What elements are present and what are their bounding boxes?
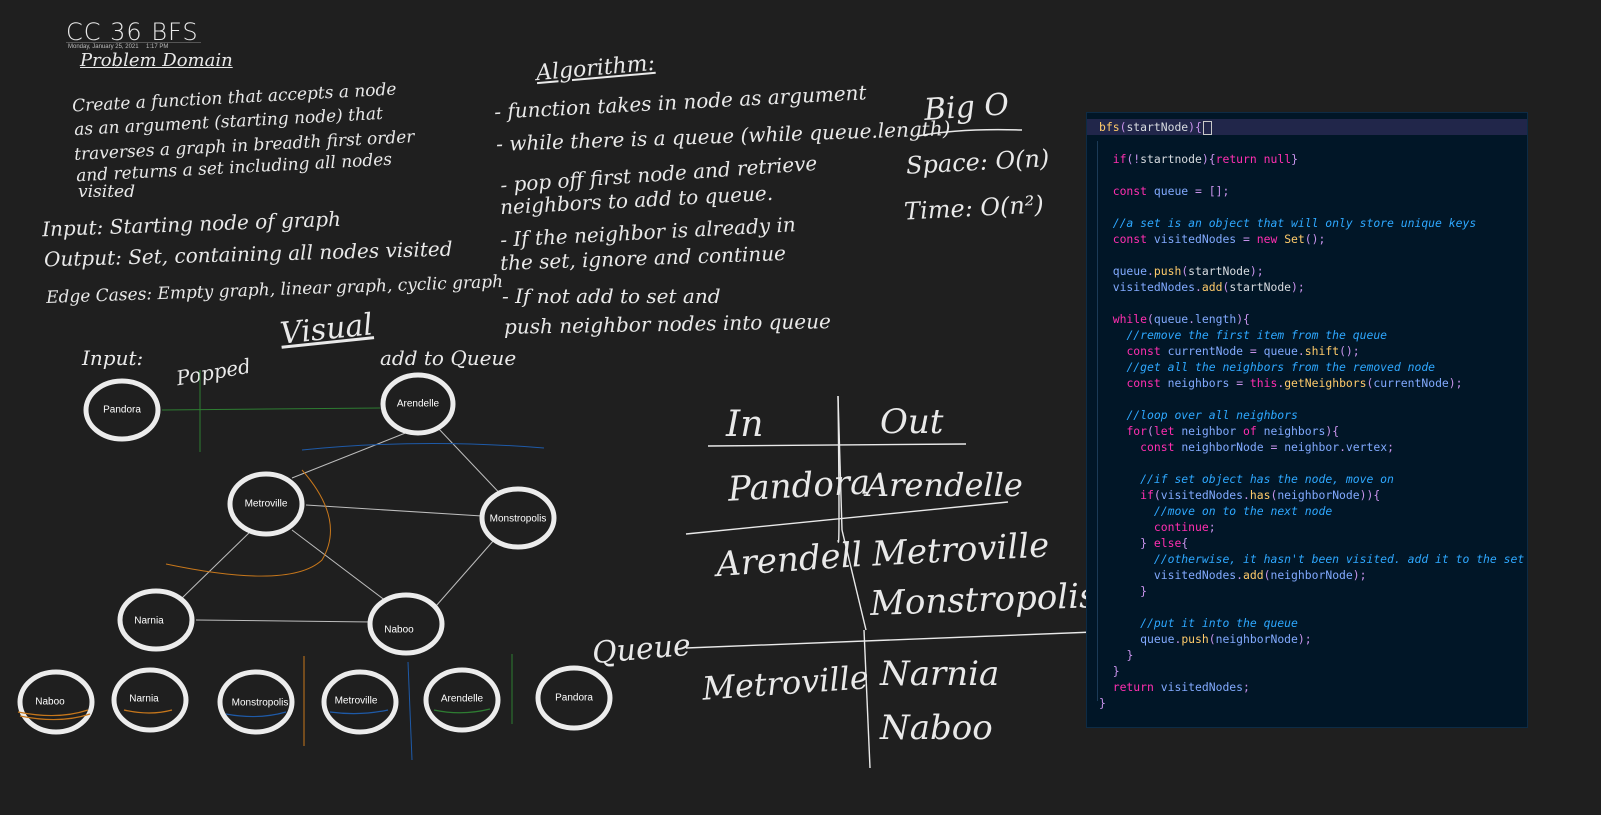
graph-node-narnia: Narnia xyxy=(117,588,195,652)
edge-metroville-narnia xyxy=(179,529,253,601)
code-line: visitedNodes.add(neighborNode); xyxy=(1153,568,1367,582)
problem-line: visited xyxy=(78,182,135,202)
page-date: Monday, January 25, 2021 xyxy=(68,44,139,50)
code-line: //loop over all neighbors xyxy=(1126,408,1298,422)
problem-heading: Problem Domain xyxy=(80,50,233,71)
code-header-highlight xyxy=(1087,119,1527,135)
graph-node-arendelle: Arendelle xyxy=(380,372,456,436)
node-label: Arendelle xyxy=(441,694,484,705)
code-line: //move on to the next node xyxy=(1153,504,1333,518)
node-label: Pandora xyxy=(555,693,593,704)
code-line: //a set is an object that will only stor… xyxy=(1112,216,1477,230)
code-line: const neighborNode = neighbor.vertex; xyxy=(1140,440,1394,454)
code-line: while(queue.length){ xyxy=(1112,312,1250,326)
title-underline xyxy=(66,42,201,43)
edge-arendelle-metroville xyxy=(291,427,419,479)
code-line: for(let neighbor of neighbors){ xyxy=(1126,424,1340,438)
code-line: } xyxy=(1126,648,1134,662)
code-line: const currentNode = queue.shift(); xyxy=(1126,344,1360,358)
graph-node-naboo: Naboo xyxy=(367,592,445,656)
edge-monstropolis-naboo xyxy=(435,539,495,607)
code-line: return visitedNodes; xyxy=(1112,680,1250,694)
edge-metroville-monstropolis xyxy=(305,504,483,517)
node-label: Metroville xyxy=(335,696,378,707)
page-time: 1:17 PM xyxy=(146,44,169,50)
table-cell-in: Pandora xyxy=(727,462,872,510)
code-line: //if set object has the node, move on xyxy=(1140,472,1394,486)
node-label: Narnia xyxy=(134,616,164,627)
queue-node-narnia: Narnia xyxy=(111,667,189,733)
node-label: Monstropolis xyxy=(490,514,547,525)
queue-divider-blue xyxy=(407,661,413,761)
table-header-in: In xyxy=(726,404,764,445)
graph-node-pandora: Pandora xyxy=(83,378,161,442)
graph-node-monstropolis: Monstropolis xyxy=(479,486,557,550)
table-cell-out: Naboo xyxy=(880,708,993,748)
edge-metroville-naboo xyxy=(291,529,391,605)
node-label: Monstropolis xyxy=(232,698,289,709)
edge-narnia-naboo xyxy=(195,619,373,623)
code-line: queue.push(neighborNode); xyxy=(1140,632,1312,646)
table-cell-out: Narnia xyxy=(880,654,1000,694)
graph-node-metroville: Metroville xyxy=(227,471,305,537)
code-line: continue; xyxy=(1153,520,1216,534)
code-line: //remove the first item from the queue xyxy=(1126,328,1388,342)
queue-node-metroville: Metroville xyxy=(321,669,399,735)
code-line: const neighbors = this.getNeighbors(curr… xyxy=(1126,376,1463,390)
queue-node-naboo: Naboo xyxy=(17,669,95,735)
code-line: bfs(startNode){ xyxy=(1099,119,1212,135)
algorithm-step: - If not add to set and xyxy=(502,284,721,308)
code-line: const queue = []; xyxy=(1112,184,1230,198)
table-cell-out: Arendelle xyxy=(866,466,1023,504)
node-label: Arendelle xyxy=(397,399,440,410)
table-cell-out: Monstropolis xyxy=(869,576,1098,624)
code-line: } xyxy=(1112,664,1120,678)
code-line: if(!startnode){return null} xyxy=(1112,152,1298,166)
code-line: //get all the neighbors from the removed… xyxy=(1126,360,1436,374)
table-header-out: Out xyxy=(880,402,944,442)
node-label: Narnia xyxy=(129,694,159,705)
orange-scribble xyxy=(165,469,331,577)
page-title: CC 36 BFS xyxy=(66,18,199,46)
code-line: queue.push(startNode); xyxy=(1112,264,1264,278)
add-to-queue-label: add to Queue xyxy=(380,346,517,370)
edge-pandora-arendelle xyxy=(161,407,381,411)
inout-table-lines xyxy=(685,395,1095,769)
node-label: Naboo xyxy=(384,625,414,636)
graph-edges xyxy=(179,427,509,623)
node-label: Metroville xyxy=(245,499,288,510)
code-line: //otherwise, it hasn't been visited. add… xyxy=(1153,552,1525,566)
input-label: Input: xyxy=(82,346,144,370)
node-label: Pandora xyxy=(103,405,141,416)
code-line: //put it into the queue xyxy=(1140,616,1298,630)
blue-scribble xyxy=(301,442,545,451)
code-snippet-panel: bfs(startNode){ if(!startnode){return nu… xyxy=(1086,112,1528,728)
queue-node-monstropolis: Monstropolis xyxy=(217,669,295,735)
code-line: visitedNodes.add(startNode); xyxy=(1112,280,1305,294)
bigo-underline xyxy=(917,128,1023,137)
code-line: } else{ xyxy=(1140,536,1189,550)
code-line: } xyxy=(1140,584,1148,598)
node-label: Naboo xyxy=(35,697,65,708)
code-line: const visitedNodes = new Set(); xyxy=(1112,232,1326,246)
queue-node-pandora: Pandora xyxy=(535,665,613,731)
indent-guide xyxy=(1097,141,1098,701)
code-line: } xyxy=(1099,696,1106,710)
code-line: if(visitedNodes.has(neighborNode)){ xyxy=(1140,488,1381,502)
edge-arendelle-monstropolis xyxy=(437,427,509,503)
queue-node-arendelle: Arendelle xyxy=(423,667,501,733)
